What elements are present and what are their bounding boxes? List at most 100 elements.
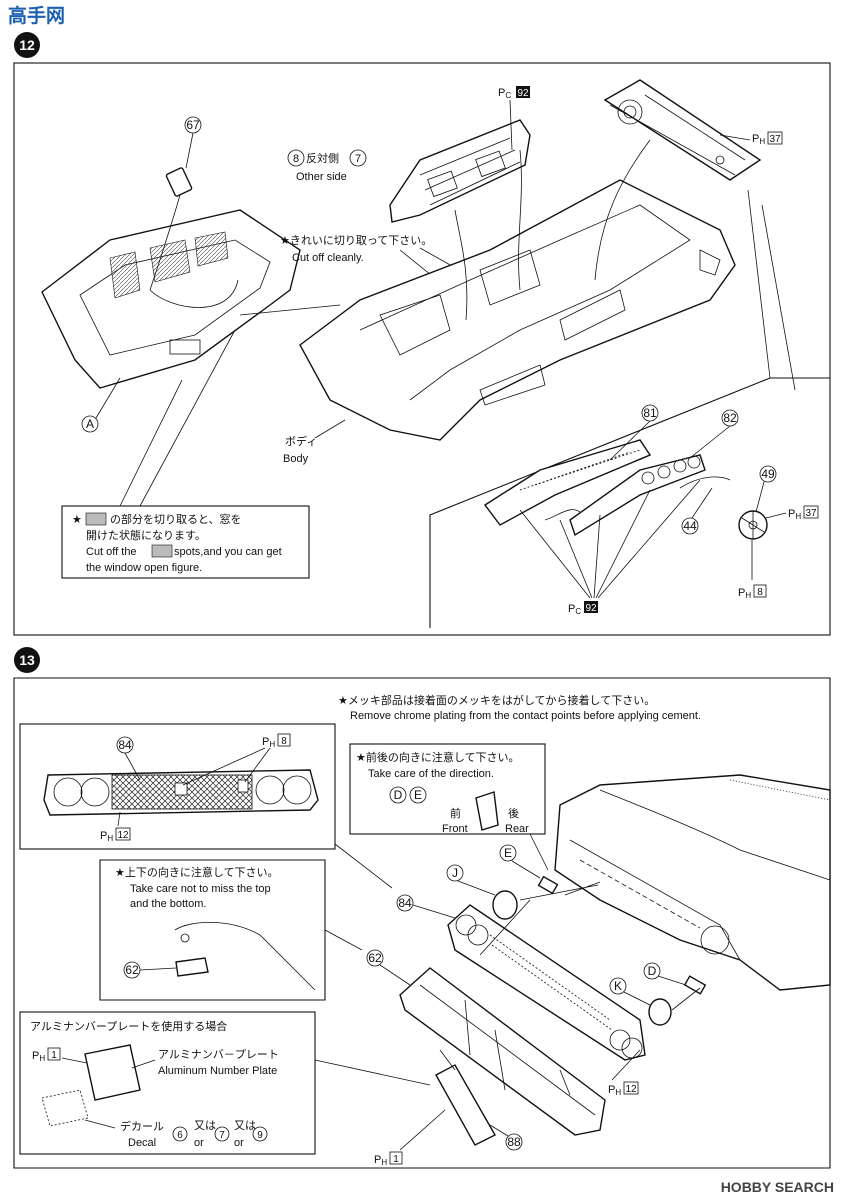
- grille-detail-box: [19, 723, 336, 850]
- grille-assembly: [447, 904, 646, 1061]
- window-note-jp1: の部分を切り取ると、窓を: [110, 512, 242, 526]
- part-84-label: 84: [398, 896, 412, 910]
- paint-ph12-grille-num: 12: [117, 830, 129, 841]
- plate-88-shape: [435, 1064, 496, 1146]
- or-en-2: or: [234, 1137, 244, 1149]
- part-62-label: 62: [368, 951, 382, 965]
- part-88-circle: [505, 1133, 523, 1151]
- part-88-label: 88: [507, 1135, 521, 1149]
- part-j-shape: [492, 890, 518, 920]
- part-d-label: D: [648, 964, 657, 978]
- part-e-circle: [499, 844, 517, 862]
- topbottom-jp: ★上下の向きに注意して下さい。: [115, 865, 279, 879]
- part-j-circle: [446, 864, 464, 882]
- decal-opt-6: 6: [177, 1130, 183, 1141]
- or-jp-1: 又は: [194, 1119, 216, 1132]
- topbottom-en1: Take care not to miss the top: [130, 883, 271, 895]
- body-en: Body: [283, 453, 309, 465]
- front-en: Front: [442, 823, 468, 835]
- part-49-label: 49: [761, 467, 775, 481]
- step-13-frame: [13, 677, 831, 1169]
- dashboard-top: [603, 79, 762, 181]
- window-note-en1-pre: Cut off the: [86, 546, 137, 558]
- step-13-number: 13: [19, 652, 35, 668]
- paint-ph8-wheel: PH: [738, 587, 751, 600]
- paint-ph37-top: PH: [752, 133, 765, 146]
- paint-ph37-top-num: 37: [769, 134, 781, 145]
- part-d-shape: [683, 975, 707, 995]
- paint-ph8-grille: PH: [262, 736, 275, 749]
- paint-ph8-wheel-num: 8: [757, 587, 763, 598]
- part-67-label: 67: [186, 118, 200, 132]
- plate-jp: アルミナンバ－プレート: [158, 1048, 279, 1061]
- part-j-label: J: [452, 866, 458, 880]
- direction-note-box: ★前後の向きに注意して下さい。 Take care of the directi…: [349, 743, 549, 871]
- bumper-assembly: [399, 967, 606, 1136]
- paint-ph1-main: PH: [374, 1154, 387, 1167]
- part-d-circle: [643, 962, 661, 980]
- chrome-note-en: Remove chrome plating from the contact p…: [350, 710, 701, 722]
- footer-watermark: HOBBY SEARCH: [721, 1179, 834, 1195]
- part-e-label: E: [504, 846, 512, 860]
- direction-part-d: D: [394, 788, 403, 802]
- paint-ph12-grille: PH: [100, 830, 113, 843]
- topbottom-note-box: ★上下の向きに注意して下さい。 Take care not to miss th…: [99, 859, 363, 1001]
- part-82-label: 82: [723, 411, 737, 425]
- part-7-label: 7: [355, 153, 361, 165]
- paint-ph1-box-num: 1: [51, 1050, 57, 1061]
- paint-ph12-main-num: 12: [625, 1084, 637, 1095]
- cut-note-jp: ★きれいに切り取って下さい。: [280, 234, 432, 247]
- or-en-1: or: [194, 1137, 204, 1149]
- part-k-circle: [609, 977, 627, 995]
- decal-opt-7: 7: [219, 1130, 225, 1141]
- plate-box-title: アルミナンバープレートを使用する場合: [30, 1019, 227, 1033]
- paint-ph37-wheel-num: 37: [805, 508, 817, 519]
- part-8-label: 8: [293, 153, 299, 165]
- decal-opt-9: 9: [257, 1130, 263, 1141]
- part-44-label: 44: [683, 519, 697, 533]
- part-62-box-label: 62: [125, 963, 139, 977]
- cut-note-en: Cut off cleanly.: [292, 252, 364, 264]
- paint-ph1-box: PH: [32, 1050, 45, 1063]
- paint-pc92-dash-num: 92: [585, 603, 597, 614]
- rear-jp: 後: [508, 806, 519, 820]
- rear-en: Rear: [505, 823, 529, 835]
- car-body: [299, 179, 736, 441]
- paint-ph12-main: PH: [608, 1084, 621, 1097]
- part-a-circle: [81, 415, 99, 433]
- window-note-box: ★ の部分を切り取ると、窓を 開けた状態になります。 Cut off the s…: [61, 329, 310, 579]
- step-13: 13 ★メッキ部品は接着面のメッキをはがしてから接着して下さい。 Remove …: [13, 647, 831, 1169]
- interior-tub: [41, 209, 301, 389]
- site-logo-text: 高手网: [8, 4, 65, 27]
- window-note-en2: the window open figure.: [86, 562, 202, 574]
- part-a-label: A: [86, 417, 94, 431]
- paint-ph1-main-num: 1: [393, 1154, 399, 1165]
- step-12: 12 A 67 8 反対側 7 Other side: [13, 32, 831, 636]
- part-44-circle: [681, 517, 699, 535]
- part-81-label: 81: [643, 406, 657, 420]
- paint-pc92-top-num: 92: [517, 88, 529, 99]
- body-jp: ボディ: [285, 434, 317, 448]
- part-49-circle: [759, 465, 777, 483]
- decal-en: Decal: [128, 1137, 156, 1149]
- step-12-badge: [14, 32, 40, 58]
- chrome-note-jp: ★メッキ部品は接着面のメッキをはがしてから接着して下さい。: [338, 693, 655, 707]
- step-12-frame: [13, 62, 831, 636]
- part-e-shape: [537, 875, 559, 895]
- paint-pc92-dash: PC: [568, 603, 581, 616]
- part-62-circle: [366, 949, 384, 967]
- step-12-number: 12: [19, 37, 35, 53]
- direction-note-jp: ★前後の向きに注意して下さい。: [356, 750, 520, 764]
- site-logo: 高手网: [8, 4, 65, 27]
- front-jp: 前: [450, 806, 461, 820]
- window-note-jp1-pre: ★: [72, 514, 82, 526]
- part-84-box-label: 84: [118, 738, 132, 752]
- part-67-shape: [165, 167, 193, 197]
- paint-ph8-grille-num: 8: [281, 736, 287, 747]
- step-13-badge: [14, 647, 40, 673]
- direction-part-e: E: [414, 788, 422, 802]
- part-84-circle: [396, 894, 414, 912]
- paint-ph37-wheel: PH: [788, 508, 801, 521]
- decal-jp: デカール: [120, 1119, 164, 1133]
- part-k-shape: [648, 998, 672, 1026]
